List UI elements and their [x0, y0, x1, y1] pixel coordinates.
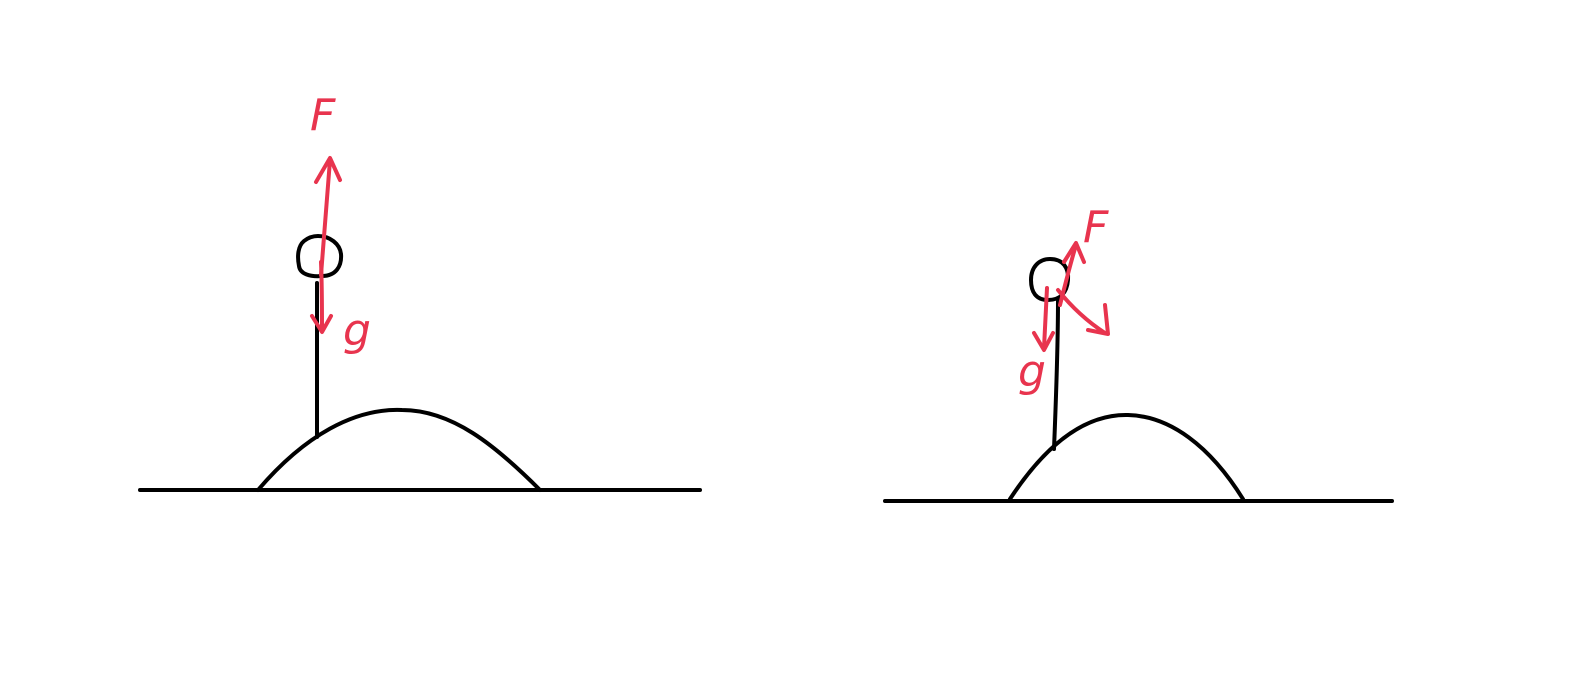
right-gravity-label: g — [1018, 346, 1046, 397]
right-force-arrow-head — [1062, 241, 1086, 264]
left-gravity-arrow-shaft — [319, 260, 324, 332]
left-gravity-arrow-head — [310, 314, 333, 334]
left-gravity-label: g — [343, 305, 371, 356]
left-force-arrow-shaft — [319, 158, 332, 277]
left-figure: F g — [138, 90, 702, 492]
right-force-label: F — [1083, 202, 1109, 253]
right-hill — [1008, 412, 1245, 501]
right-normal-arrow-head — [1086, 303, 1110, 336]
left-force-label: F — [310, 90, 336, 141]
right-figure: F g — [883, 202, 1394, 503]
left-hill — [256, 407, 542, 492]
right-normal-arrow-shaft — [1056, 288, 1107, 335]
right-force-arrow-shaft — [1058, 243, 1078, 307]
right-gravity-arrow-shaft — [1042, 286, 1049, 350]
left-force-arrow-head — [314, 156, 342, 184]
right-gravity-arrow-head — [1032, 331, 1055, 352]
left-ball — [296, 234, 344, 279]
right-pole — [1052, 298, 1060, 451]
